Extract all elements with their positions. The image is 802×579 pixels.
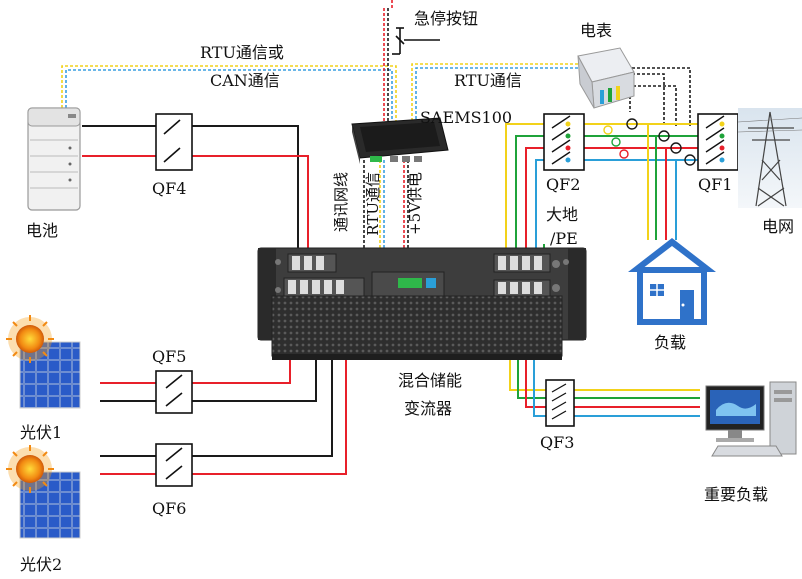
qf5-label: QF5 — [152, 347, 186, 366]
house-icon — [628, 238, 716, 325]
ground-label-line2: /PE — [550, 229, 578, 248]
computer-icon — [705, 381, 797, 457]
comm-net-vertical-label: 通讯网线 — [332, 172, 350, 232]
pv2-label: 光伏2 — [20, 555, 62, 574]
power-tower-icon — [737, 108, 802, 208]
breaker-qf3[interactable] — [545, 379, 575, 427]
ems-controller-icon — [351, 117, 449, 164]
qf4-label: QF4 — [152, 179, 186, 198]
power-vertical-label: +5V供电 — [406, 172, 424, 235]
qf1-label: QF1 — [698, 175, 732, 194]
rtu-can-label-line1: RTU通信或 — [200, 43, 284, 62]
rtu-meter-label: RTU通信 — [454, 71, 522, 90]
emergency-stop-switch-icon[interactable] — [392, 27, 440, 55]
breaker-qf2[interactable] — [543, 113, 585, 171]
pv1-label: 光伏1 — [20, 423, 62, 442]
breaker-qf4[interactable] — [155, 113, 193, 171]
important-load-label: 重要负载 — [704, 485, 768, 504]
estop-label: 急停按钮 — [414, 9, 478, 28]
breaker-qf5[interactable] — [155, 370, 193, 414]
meter-label: 电表 — [580, 21, 612, 40]
qf2-label: QF2 — [546, 175, 580, 194]
converter-label-line1: 混合储能 — [398, 371, 462, 390]
grid-label: 电网 — [762, 217, 794, 236]
battery-dc-wires — [82, 125, 309, 260]
hybrid-energy-storage-converter — [257, 247, 587, 360]
load-label: 负载 — [654, 333, 686, 352]
sun-icon — [6, 315, 54, 363]
energy-meter-icon — [577, 47, 635, 109]
saems-label: SAEMS100 — [420, 108, 512, 127]
comm-lines — [61, 0, 691, 284]
battery-label: 电池 — [26, 221, 58, 240]
sun-icon — [6, 445, 54, 493]
breaker-qf1[interactable] — [697, 113, 739, 171]
qf6-label: QF6 — [152, 499, 186, 518]
current-transformers — [603, 118, 696, 166]
solar-panel-icon — [6, 315, 81, 409]
qf3-label: QF3 — [540, 433, 574, 452]
rtu-can-label-line2: CAN通信 — [210, 71, 280, 90]
solar-panel-icon — [6, 445, 81, 539]
converter-label-line2: 变流器 — [404, 399, 452, 418]
ground-label-line1: 大地 — [546, 205, 578, 224]
rtu-vertical-label: RTU通信 — [364, 172, 382, 236]
breaker-qf6[interactable] — [155, 443, 193, 487]
battery-cabinet-icon — [27, 107, 81, 211]
